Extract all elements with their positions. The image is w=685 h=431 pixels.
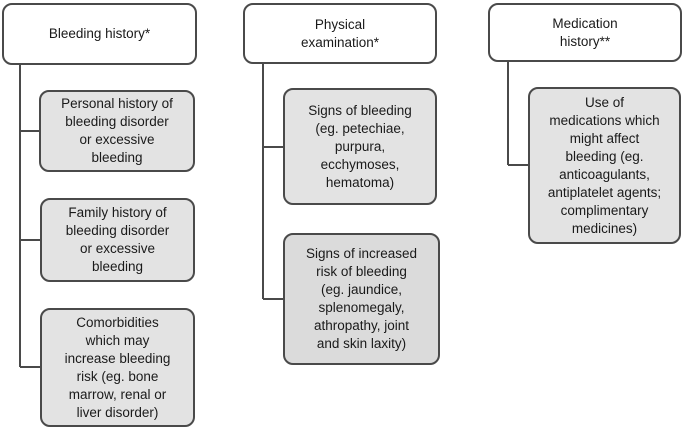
node-family-history: Family history of bleeding disorder or e… — [40, 198, 195, 282]
node-label: Family history of bleeding disorder or e… — [65, 205, 170, 274]
node-label: Use of medications which might affect bl… — [547, 94, 662, 236]
node-label: Signs of bleeding (eg. petechiae, purpur… — [308, 102, 412, 190]
connector-bleeding-history — [19, 64, 40, 368]
node-label: Signs of increased risk of bleeding (eg.… — [305, 246, 418, 351]
node-physical-examination-header: Physical examination* — [243, 3, 437, 64]
node-comorbidities: Comorbidities which may increase bleedin… — [40, 308, 195, 427]
node-use-of-medications: Use of medications which might affect bl… — [528, 87, 681, 244]
node-label: Comorbidities which may increase bleedin… — [64, 314, 171, 420]
node-label: Personal history of bleeding disorder or… — [61, 96, 173, 165]
node-personal-history: Personal history of bleeding disorder or… — [39, 90, 195, 172]
node-signs-of-increased-risk: Signs of increased risk of bleeding (eg.… — [283, 233, 440, 365]
node-bleeding-history-header: Bleeding history* — [2, 3, 197, 65]
node-medication-history-header: Medication history** — [488, 3, 682, 62]
node-label: Physical examination* — [300, 16, 380, 50]
node-signs-of-bleeding: Signs of bleeding (eg. petechiae, purpur… — [283, 88, 437, 205]
connector-medication-history — [507, 61, 528, 166]
connector-physical-examination — [262, 63, 283, 300]
node-label: Bleeding history* — [48, 26, 151, 41]
node-label: Medication history** — [552, 15, 618, 49]
